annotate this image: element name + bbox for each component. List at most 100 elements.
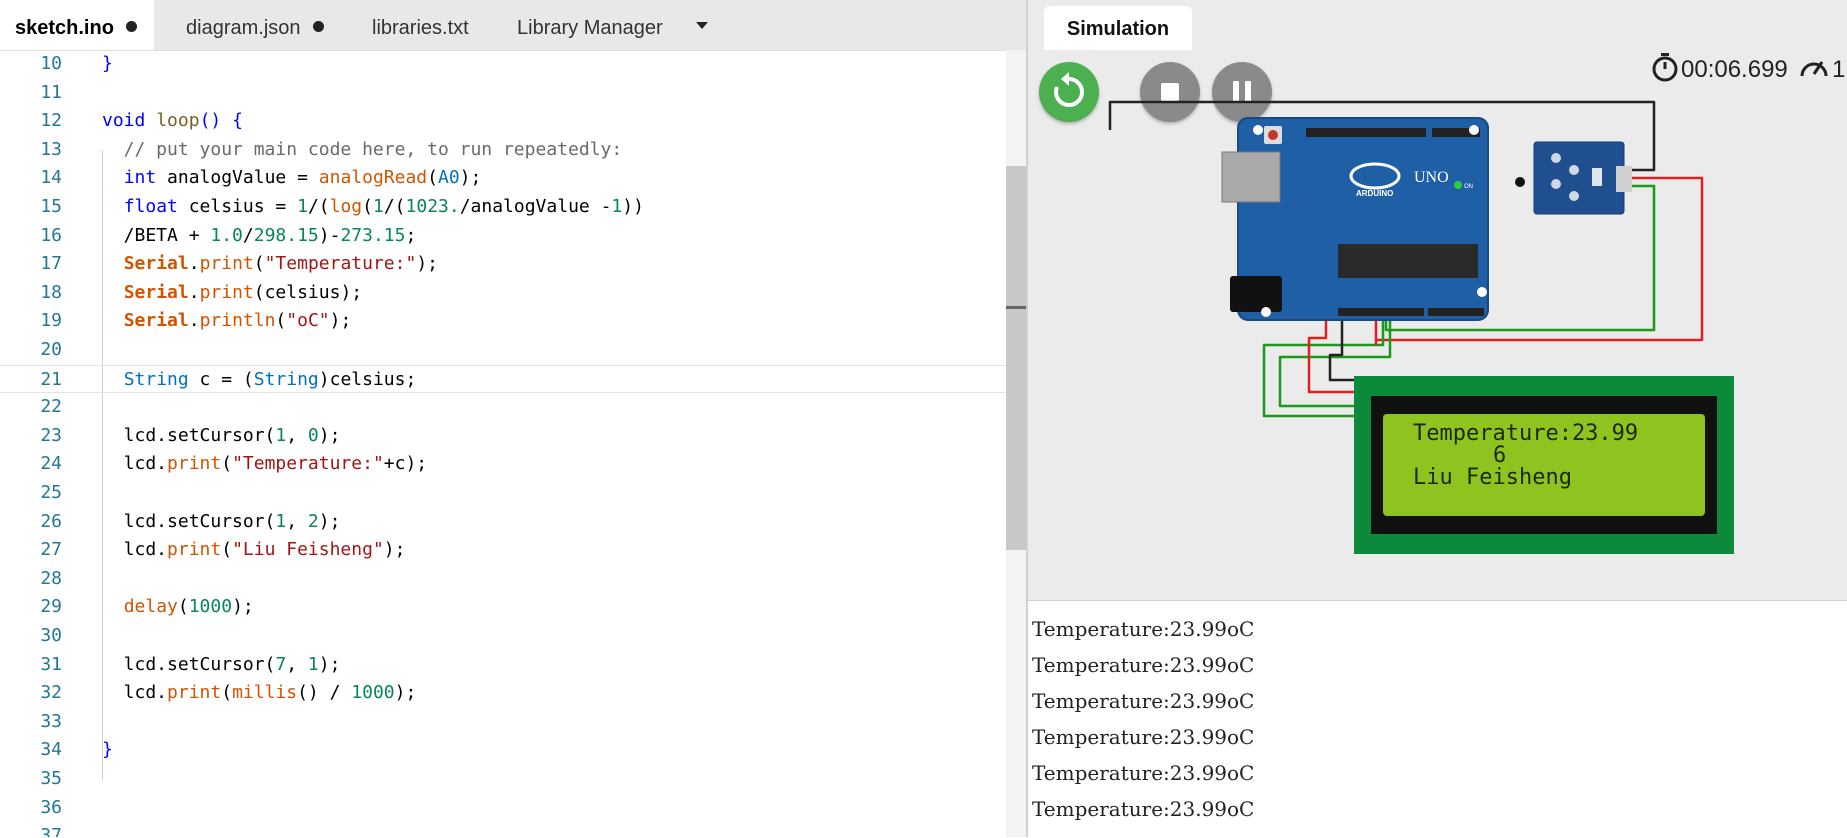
- code-line: 26 lcd.setCursor(1, 2);: [0, 508, 1006, 537]
- pause-icon: [1233, 81, 1251, 103]
- line-number: 17: [40, 253, 62, 275]
- tab-label: Library Manager: [517, 17, 663, 39]
- code-text: int analogValue = analogRead(A0);: [123, 167, 482, 189]
- line-number: 20: [40, 339, 62, 360]
- code-text: }: [102, 739, 113, 761]
- line-number: 26: [40, 510, 62, 532]
- line-number: 15: [40, 196, 62, 217]
- restart-icon: [1054, 72, 1085, 107]
- code-text: lcd.setCursor(7, 1);: [102, 653, 341, 675]
- code-line: 29 delay(1000);: [0, 593, 1006, 622]
- code-text: lcd.setCursor(1, 0);: [102, 424, 341, 446]
- line-number: 29: [40, 596, 62, 618]
- code-text: Serial.println("oC");: [123, 310, 352, 332]
- scrollbar-cursor-marker: [1006, 306, 1026, 309]
- serial-output-line: Temperature:23.99oC: [1032, 761, 1255, 785]
- code-line: 12 void loop() {: [0, 107, 1006, 136]
- code-line: 10}: [0, 50, 1006, 79]
- code-text: Serial.print("Temperature:");: [123, 253, 438, 275]
- code-text: }: [102, 53, 113, 74]
- code-line: 33: [0, 708, 1006, 737]
- code-line: 18 Serial.print(celsius);: [0, 279, 1006, 308]
- code-text: delay(1000);: [123, 596, 254, 618]
- serial-output-line: Temperature:23.99oC: [1032, 653, 1255, 677]
- code-text: void loop() {: [102, 110, 243, 132]
- restart-simulation-button[interactable]: [1039, 62, 1099, 122]
- stopwatch-icon: [1652, 53, 1678, 82]
- code-text: lcd.setCursor(1, 2);: [102, 510, 341, 532]
- code-line: 36: [0, 794, 1006, 823]
- code-line: 17 Serial.print("Temperature:");: [0, 250, 1006, 279]
- code-line: 23 lcd.setCursor(1, 0);: [0, 422, 1006, 451]
- tab-label: sketch.ino: [15, 17, 114, 39]
- line-number: 37: [40, 825, 62, 837]
- line-number: 30: [40, 625, 62, 646]
- tab-simulation[interactable]: Simulation: [1044, 6, 1192, 50]
- code-line: 30: [0, 622, 1006, 651]
- tab-diagram-json[interactable]: diagram.json: [186, 0, 336, 50]
- code-line: 13 // put your main code here, to run re…: [0, 136, 1006, 165]
- line-number: 23: [40, 424, 62, 446]
- line-number: 13: [40, 138, 62, 160]
- code-text: lcd.print("Liu Feisheng");: [102, 539, 406, 561]
- code-text: lcd.print(millis() / 1000);: [102, 682, 417, 704]
- editor-pane: sketch.ino diagram.json libraries.txt Li…: [0, 0, 1026, 837]
- editor-scrollbar-thumb[interactable]: [1006, 166, 1026, 550]
- line-number: 32: [40, 682, 62, 704]
- code-text: String c = (String)celsius;: [123, 368, 417, 390]
- line-number: 16: [40, 224, 62, 246]
- chevron-down-icon[interactable]: [696, 22, 708, 29]
- speed-value: 1: [1832, 56, 1846, 83]
- line-number: 31: [40, 653, 62, 675]
- line-number: 24: [40, 453, 62, 475]
- code-line: 25: [0, 479, 1006, 508]
- code-text: /BETA + 1.0/298.15)-273.15;: [102, 224, 417, 246]
- code-line: 32 lcd.print(millis() / 1000);: [0, 679, 1006, 708]
- code-line: 16 /BETA + 1.0/298.15)-273.15;: [0, 222, 1006, 251]
- line-number: 18: [40, 281, 62, 303]
- code-line: 34}: [0, 736, 1006, 765]
- stop-simulation-button[interactable]: [1140, 62, 1200, 122]
- indent-guide: [102, 150, 103, 780]
- code-line: 19 Serial.println("oC");: [0, 307, 1006, 336]
- code-line: 24 lcd.print("Temperature:"+c);: [0, 450, 1006, 479]
- code-line: 15 float celsius = 1/(log(1/(1023./analo…: [0, 193, 1006, 222]
- unsaved-dot-icon: [312, 21, 324, 33]
- line-number: 10: [40, 53, 62, 74]
- code-line: 28: [0, 565, 1006, 594]
- timer-value: 00:06.699: [1681, 56, 1788, 83]
- line-number: 19: [40, 310, 62, 332]
- serial-output-line: Temperature:23.99oC: [1032, 725, 1255, 749]
- unsaved-dot-icon: [125, 21, 137, 33]
- editor-tab-bar: sketch.ino diagram.json libraries.txt Li…: [0, 0, 1026, 51]
- line-number: 33: [40, 710, 62, 732]
- code-line: 37: [0, 822, 1006, 837]
- code-editor[interactable]: 10} 11 12 void loop() { 13 // put your ma…: [0, 50, 1006, 837]
- line-number: 11: [40, 81, 62, 103]
- serial-output-line: Temperature:23.99oC: [1032, 617, 1255, 641]
- code-line: 22: [0, 393, 1006, 422]
- code-line: 11: [0, 79, 1006, 108]
- serial-monitor[interactable]: Temperature:23.99oC Temperature:23.99oC …: [1028, 600, 1847, 838]
- code-line: 35: [0, 765, 1006, 794]
- tab-label: libraries.txt: [372, 17, 469, 39]
- code-text: Serial.print(celsius);: [123, 281, 363, 303]
- line-number: 25: [40, 482, 62, 503]
- simulation-speed: 1: [1798, 52, 1845, 84]
- tab-label: diagram.json: [186, 17, 301, 39]
- line-number: 12: [40, 110, 62, 132]
- code-text: // put your main code here, to run repea…: [102, 138, 623, 160]
- code-line: 20: [0, 336, 1006, 365]
- tab-sketch-ino[interactable]: sketch.ino: [0, 0, 154, 50]
- tab-libraries-txt[interactable]: libraries.txt: [372, 0, 492, 50]
- pause-simulation-button[interactable]: [1212, 62, 1272, 122]
- code-text: float celsius = 1/(log(1/(1023./analogVa…: [123, 196, 644, 217]
- tab-library-manager[interactable]: Library Manager: [517, 0, 677, 50]
- line-number: 27: [40, 539, 62, 561]
- serial-output-line: Temperature:23.99oC: [1032, 689, 1255, 713]
- line-number: 36: [40, 796, 62, 818]
- line-number: 34: [40, 739, 62, 761]
- code-line-current: 21 String c = (String)celsius;: [0, 364, 1006, 394]
- code-line: 27 lcd.print("Liu Feisheng");: [0, 536, 1006, 565]
- code-line: 31 lcd.setCursor(7, 1);: [0, 651, 1006, 680]
